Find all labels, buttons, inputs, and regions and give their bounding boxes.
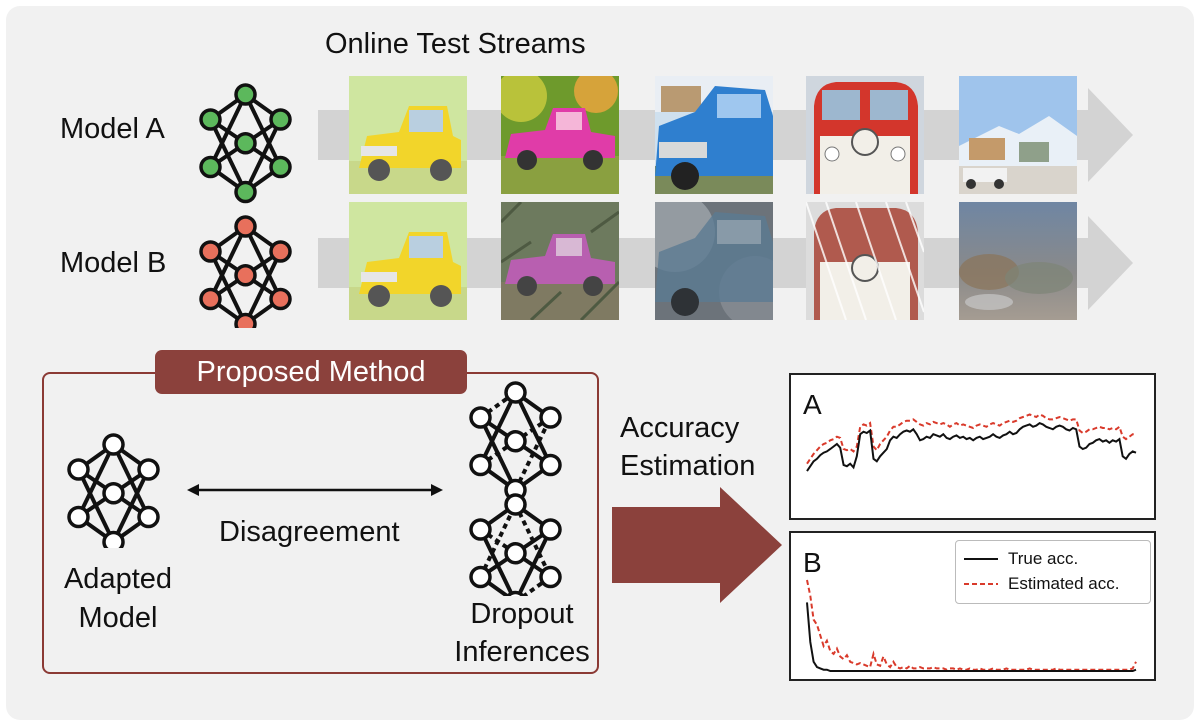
stream-a-image-4 bbox=[806, 76, 924, 194]
adapted-model-label-line-2: Model bbox=[78, 602, 158, 634]
dropout-inferences-label-line-1: Dropout bbox=[470, 598, 574, 630]
plot-b-svg bbox=[806, 579, 1137, 672]
stream-b-image-5 bbox=[959, 202, 1077, 320]
legend: True acc. Estimated acc. bbox=[955, 540, 1151, 604]
stream-a-image-5 bbox=[959, 76, 1077, 194]
online-test-streams-title: Online Test Streams bbox=[325, 28, 586, 60]
stream-b-image-4 bbox=[806, 202, 924, 320]
series-true-line bbox=[806, 421, 1137, 472]
accuracy-estimation-label-line-2: Estimation bbox=[620, 450, 756, 482]
plot-a-svg bbox=[806, 413, 1137, 472]
stream-b-image-1 bbox=[349, 202, 467, 320]
series-true-line bbox=[806, 602, 1137, 672]
legend-true-label: True acc. bbox=[1008, 549, 1079, 568]
model-a-label: Model A bbox=[60, 113, 165, 145]
dropout-network-icon-1 bbox=[469, 381, 562, 502]
disagreement-label: Disagreement bbox=[219, 516, 400, 548]
stream-b-image-2 bbox=[501, 202, 619, 320]
model-b-network-icon bbox=[199, 215, 292, 328]
dropout-inferences-label-line-2: Inferences bbox=[454, 636, 590, 668]
stream-a-image-3 bbox=[655, 76, 773, 194]
model-b-label: Model B bbox=[60, 247, 167, 279]
disagreement-double-arrow bbox=[187, 484, 443, 496]
plot-a: A bbox=[789, 373, 1156, 520]
series-estimated-line bbox=[806, 413, 1136, 465]
model-a-network-icon bbox=[199, 83, 292, 204]
plot-a-letter: A bbox=[803, 389, 822, 420]
legend-swatches bbox=[964, 558, 998, 585]
stream-a-image-1 bbox=[349, 76, 467, 194]
dropout-network-icon-2 bbox=[469, 493, 562, 596]
model-network-icons bbox=[199, 83, 292, 328]
legend-estimated-label: Estimated acc. bbox=[1008, 574, 1120, 593]
accuracy-estimation-arrow bbox=[612, 487, 782, 603]
plot-b-letter: B bbox=[803, 547, 822, 578]
stream-b-image-3 bbox=[655, 202, 773, 320]
dropout-network-icons bbox=[469, 381, 562, 596]
adapted-model-label-line-1: Adapted bbox=[63, 563, 173, 595]
adapted-model-network-icon bbox=[67, 433, 160, 548]
proposed-method-badge: Proposed Method bbox=[155, 350, 467, 394]
accuracy-estimation-label-line-1: Accuracy bbox=[620, 412, 740, 444]
proposed-method-box bbox=[42, 372, 599, 674]
stream-a-image-2 bbox=[501, 76, 619, 194]
